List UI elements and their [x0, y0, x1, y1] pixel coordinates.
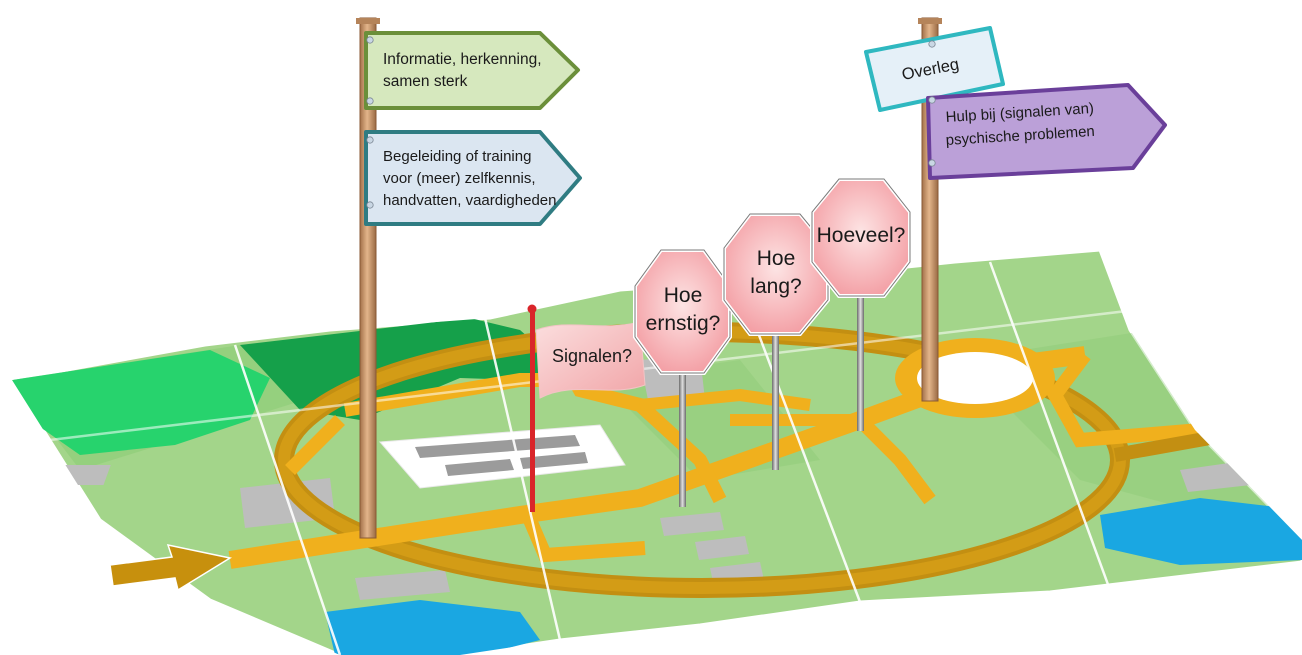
- sign-informatie[interactable]: Informatie, herkenning, samen sterk: [364, 31, 580, 110]
- sign-informatie-line1: Informatie, herkenning,: [383, 51, 542, 68]
- sign-hulp[interactable]: Hulp bij (signalen van) psychische probl…: [926, 83, 1167, 180]
- sign-begeleiding[interactable]: Begeleiding of training voor (meer) zelf…: [364, 130, 582, 226]
- flag-label: Signalen?: [552, 346, 632, 366]
- stop-sign-1-line2: ernstig?: [646, 312, 721, 335]
- lake-bottom-left: [325, 600, 540, 655]
- park-left: [12, 350, 270, 455]
- stop-sign-1[interactable]: Hoe ernstig?: [633, 248, 732, 507]
- signpost-right: Overleg Hulp bij (signalen van) psychisc…: [864, 17, 1167, 402]
- stop-sign-2-line2: lang?: [750, 275, 801, 298]
- stop-sign-2[interactable]: Hoe lang?: [722, 212, 830, 470]
- start-arrow: [109, 543, 232, 592]
- sign-begeleiding-line3: handvatten, vaardigheden: [383, 192, 556, 209]
- sign-begeleiding-line1: Begeleiding of training: [383, 148, 531, 165]
- sign-informatie-line2: samen sterk: [383, 73, 468, 90]
- stop-sign-3-line1: Hoeveel?: [817, 224, 906, 247]
- sign-begeleiding-line2: voor (meer) zelfkennis,: [383, 170, 536, 187]
- stop-sign-3[interactable]: Hoeveel?: [810, 177, 912, 431]
- stop-sign-1-line1: Hoe: [664, 284, 703, 307]
- stop-sign-2-line1: Hoe: [757, 247, 796, 270]
- lake-bottom-right: [1100, 498, 1302, 565]
- sign-overleg[interactable]: Overleg: [864, 26, 1005, 112]
- flag-signalen[interactable]: Signalen?: [527, 304, 646, 513]
- city-map: [9, 248, 1302, 655]
- signpost-left: Informatie, herkenning, samen sterk Bege…: [356, 17, 582, 539]
